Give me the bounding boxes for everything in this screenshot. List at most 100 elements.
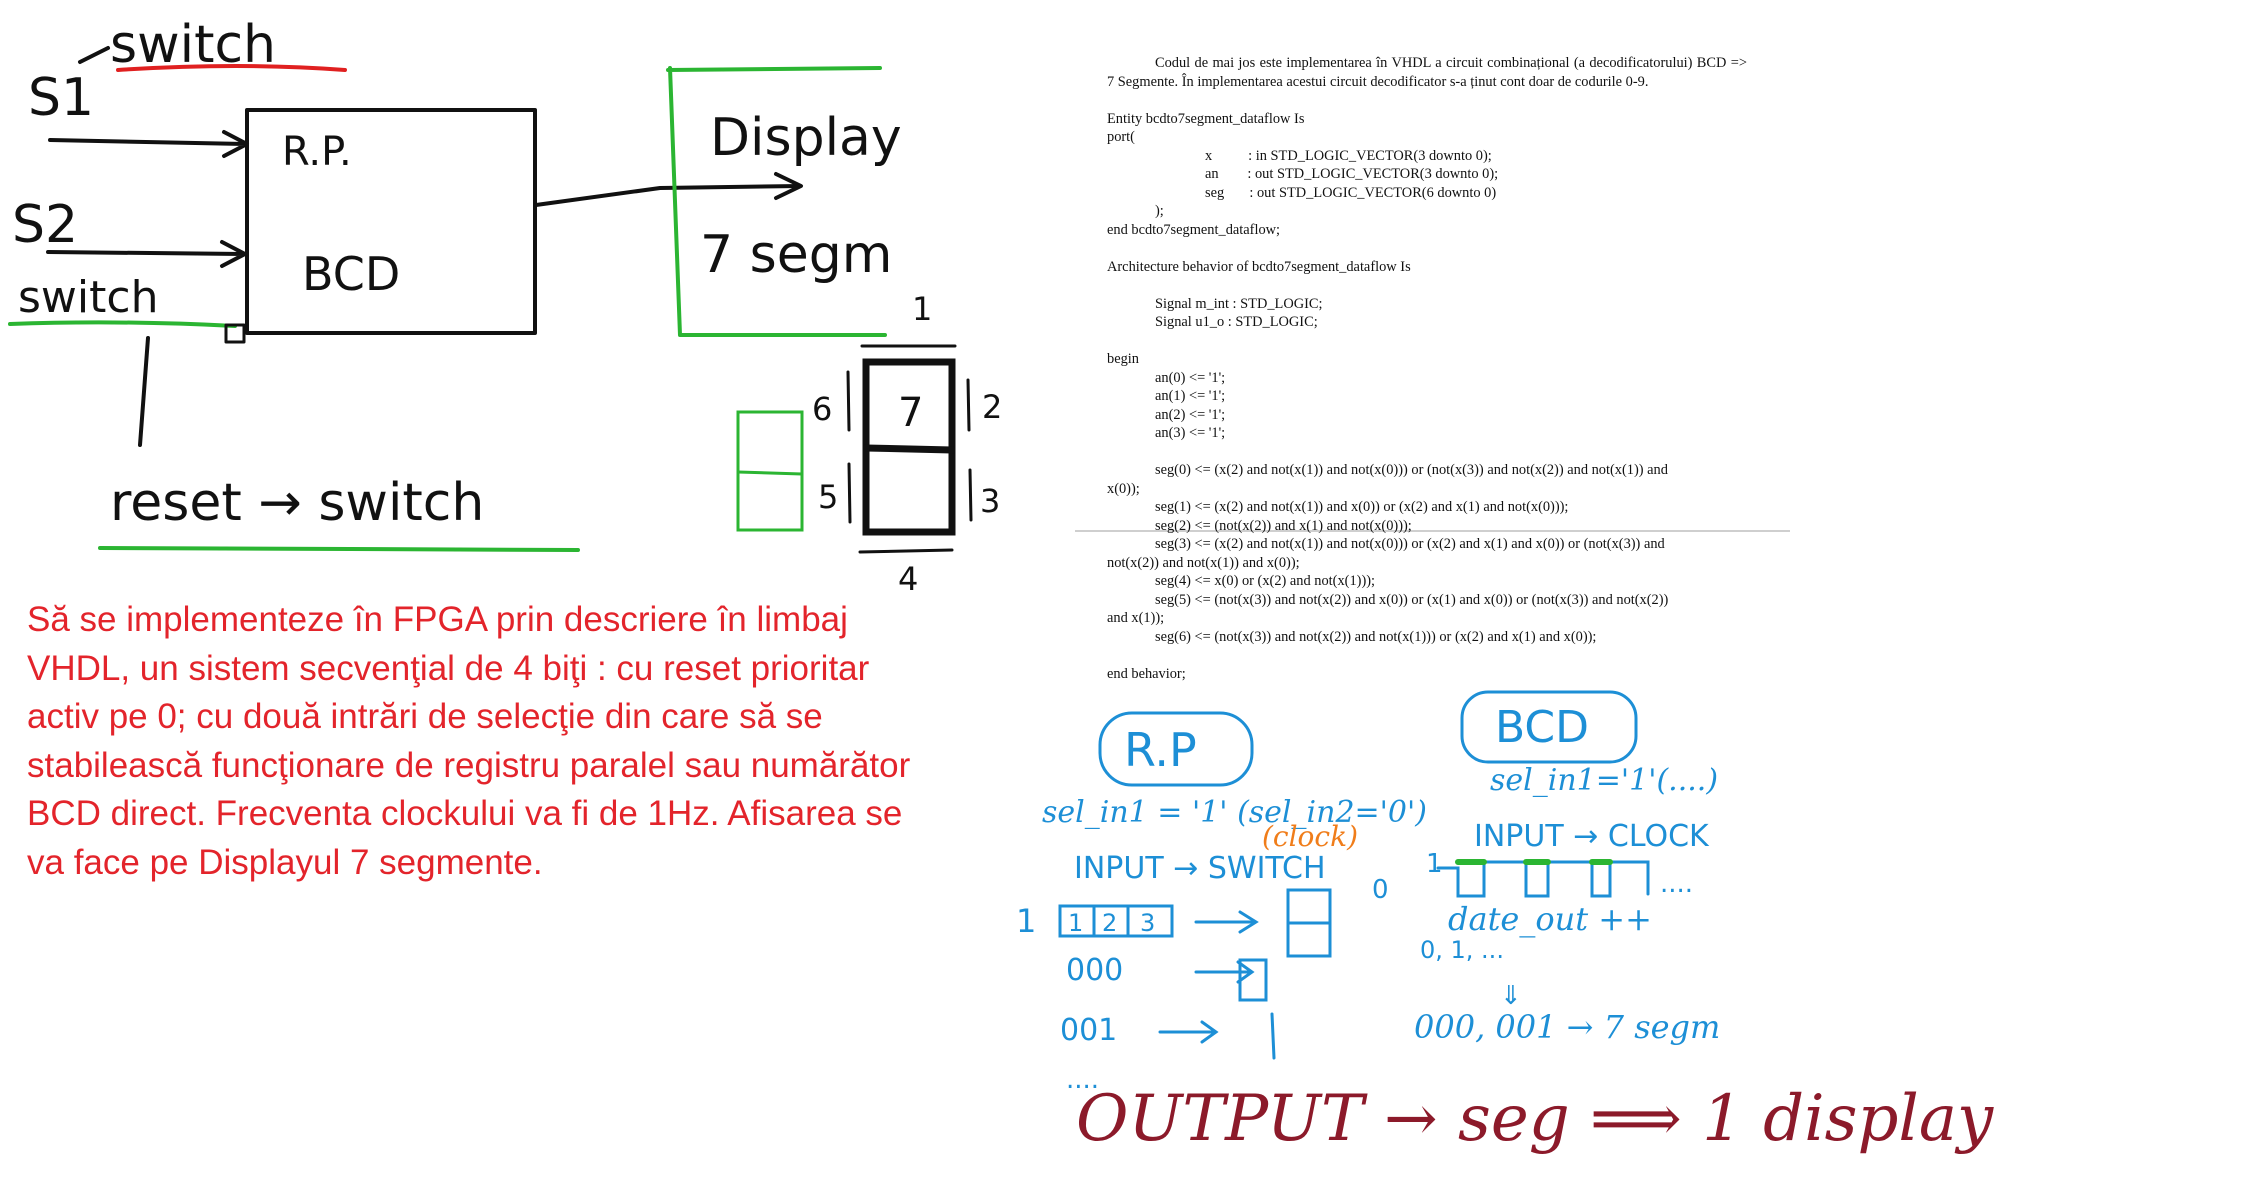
pulse-zero-label: 0 [1372, 875, 1389, 905]
output-7segm-label: 7 segm [700, 225, 892, 285]
input-s1-label: S1 [28, 68, 94, 128]
segment-label-6: 6 [812, 390, 832, 428]
segment-label-4: 4 [898, 560, 918, 598]
notes-ellipsis: .... [1066, 1065, 1099, 1095]
code-line: seg(5) <= (not(x(3)) and not(x(2)) and x… [1155, 591, 1669, 608]
rp-note-label: R.P [1124, 723, 1197, 777]
reset-wire [138, 336, 150, 447]
segment-label-1: 1 [912, 290, 932, 328]
switch-label-underline [8, 320, 237, 328]
register-arrow [1194, 910, 1259, 934]
register-cell-dividers [1092, 904, 1130, 938]
code-000-digit [1238, 958, 1268, 1002]
code-line: an(0) <= '1'; [1155, 369, 1226, 386]
task-statement: Să se implementeze în FPGA prin descrier… [27, 600, 911, 882]
count-seq-note: 0, 1, ... [1420, 936, 1504, 964]
code-001: 001 [1060, 1013, 1117, 1048]
code-001-arrow [1158, 1020, 1219, 1044]
code-line: an(2) <= '1'; [1155, 406, 1226, 423]
code-lines: Entity bcdto7segment_dataflow Is port( x :… [1107, 91, 1747, 683]
rp-bcd-block [245, 108, 537, 335]
code-000-arrow [1194, 960, 1255, 984]
segment-bar-top [858, 344, 957, 554]
register-cell-3: 3 [1140, 909, 1155, 937]
code-line [1107, 276, 1747, 295]
display-digit-mid [862, 444, 956, 454]
code-line: end bcdto7segment_dataflow; [1107, 221, 1281, 238]
register-cells-frame [1058, 904, 1174, 938]
code-line: seg(3) <= (x(2) and not(x(1)) and not(x(… [1155, 536, 1665, 552]
clock-waveform [1436, 860, 1650, 898]
bcd-note-label: BCD [1495, 702, 1589, 753]
register-leading-bit: 1 [1016, 902, 1036, 940]
output-seg-display-note: OUTPUT → seg ⟹ 1 display [1076, 1082, 1994, 1156]
code-line: seg(0) <= (x(2) and not(x(1)) and not(x(… [1155, 462, 1668, 478]
rp-note-box [1098, 711, 1254, 787]
code-line: x : in STD_LOGIC_VECTOR(3 downto 0); [1205, 147, 1492, 164]
block-label-bcd: BCD [302, 247, 400, 301]
register-cell-2: 2 [1102, 909, 1117, 937]
switch-label: switch [18, 272, 158, 323]
code-line: Entity bcdto7segment_dataflow Is [1107, 110, 1305, 127]
input-s1-arrow [48, 130, 249, 158]
pulse-start-label: 1 [1426, 849, 1443, 879]
code-line: seg : out STD_LOGIC_VECTOR(6 downto 0) [1205, 184, 1497, 201]
reset-underline [98, 546, 580, 552]
code-line: not(x(2)) and not(x(1)) and x(0)); [1107, 554, 1300, 571]
switch-title-underline [116, 64, 347, 72]
blue-notes: R.P sel_in1 = '1' (sel_in2='0') (clock) … [1016, 690, 1720, 1095]
seven-segment-sketch: 7 1 2 3 4 5 6 [736, 290, 1002, 598]
code-intro: Codul de mai jos este implementarea în V… [1107, 55, 1747, 90]
code-line: Signal u1_o : STD_LOGIC; [1155, 314, 1318, 330]
code-line: end behavior; [1107, 665, 1186, 682]
code-line [1107, 239, 1747, 258]
bcd-note-box [1460, 690, 1638, 764]
code-line: seg(4) <= x(0) or (x(2) and not(x(1))); [1155, 573, 1376, 589]
schematic: switch S1 S2 switch R.P. BCD Display 7 s… [8, 15, 902, 552]
green-segment-mid [736, 470, 804, 476]
sel-rp-note: sel_in1 = '1' (sel_in2='0') [1042, 795, 1427, 830]
code-line: an(3) <= '1'; [1155, 425, 1226, 441]
vhdl-code-block: Codul de mai jos este implementarea în V… [1107, 54, 1747, 683]
clock-note: (clock) [1262, 820, 1358, 853]
display-digit-value: 7 [898, 390, 923, 436]
segment-bar-right [966, 378, 973, 522]
code-line: Signal m_int : STD_LOGIC; [1155, 295, 1323, 312]
segment-label-2: 2 [982, 388, 1002, 426]
code-line: seg(2) <= (not(x(2)) and x(1) and not(x(… [1155, 517, 1412, 534]
code-000: 000 [1066, 953, 1123, 988]
code-line [1107, 91, 1747, 110]
input-clock-note: INPUT → CLOCK [1474, 819, 1710, 854]
input-s2-label: S2 [12, 195, 78, 255]
register-cell-1: 1 [1068, 909, 1083, 937]
input-switch-note: INPUT → SWITCH [1074, 851, 1326, 886]
display-bracket [666, 66, 887, 337]
code-line: Architecture behavior of bcdto7segment_d… [1107, 258, 1411, 275]
block-output-arrow [534, 172, 803, 207]
code-line: port( [1107, 129, 1135, 145]
to-7segm-note: 000, 001 → 7 segm [1414, 1008, 1720, 1046]
code-line [1107, 443, 1747, 462]
pulse-dots: .... [1660, 869, 1693, 899]
block-small-port [224, 323, 246, 344]
code-line: seg(6) <= (not(x(3)) and not(x(2)) and n… [1155, 628, 1597, 645]
date-out-note: date_out ++ [1448, 900, 1652, 938]
code-line: begin [1107, 351, 1139, 367]
code-line: and x(1)); [1107, 610, 1165, 626]
code-line [1107, 646, 1747, 665]
code-line: seg(1) <= (x(2) and not(x(1)) and x(0)) … [1155, 499, 1569, 515]
code-line: ); [1155, 203, 1164, 219]
arrow-down-note: ⇓ [1500, 981, 1522, 1011]
reset-label: reset → switch [110, 473, 484, 533]
code-line: an(1) <= '1'; [1155, 388, 1226, 404]
block-label-rp: R.P. [282, 129, 352, 175]
segment-label-5: 5 [818, 478, 838, 516]
segment-label-3: 3 [980, 482, 1000, 520]
segment-bar-left [846, 370, 852, 524]
sel-bcd-note: sel_in1='1'(....) [1490, 763, 1718, 798]
code-line: an : out STD_LOGIC_VECTOR(3 downto 0); [1205, 166, 1499, 182]
switch-title-tick [78, 46, 110, 64]
code-line [1107, 332, 1747, 351]
output-display-label: Display [710, 108, 902, 168]
